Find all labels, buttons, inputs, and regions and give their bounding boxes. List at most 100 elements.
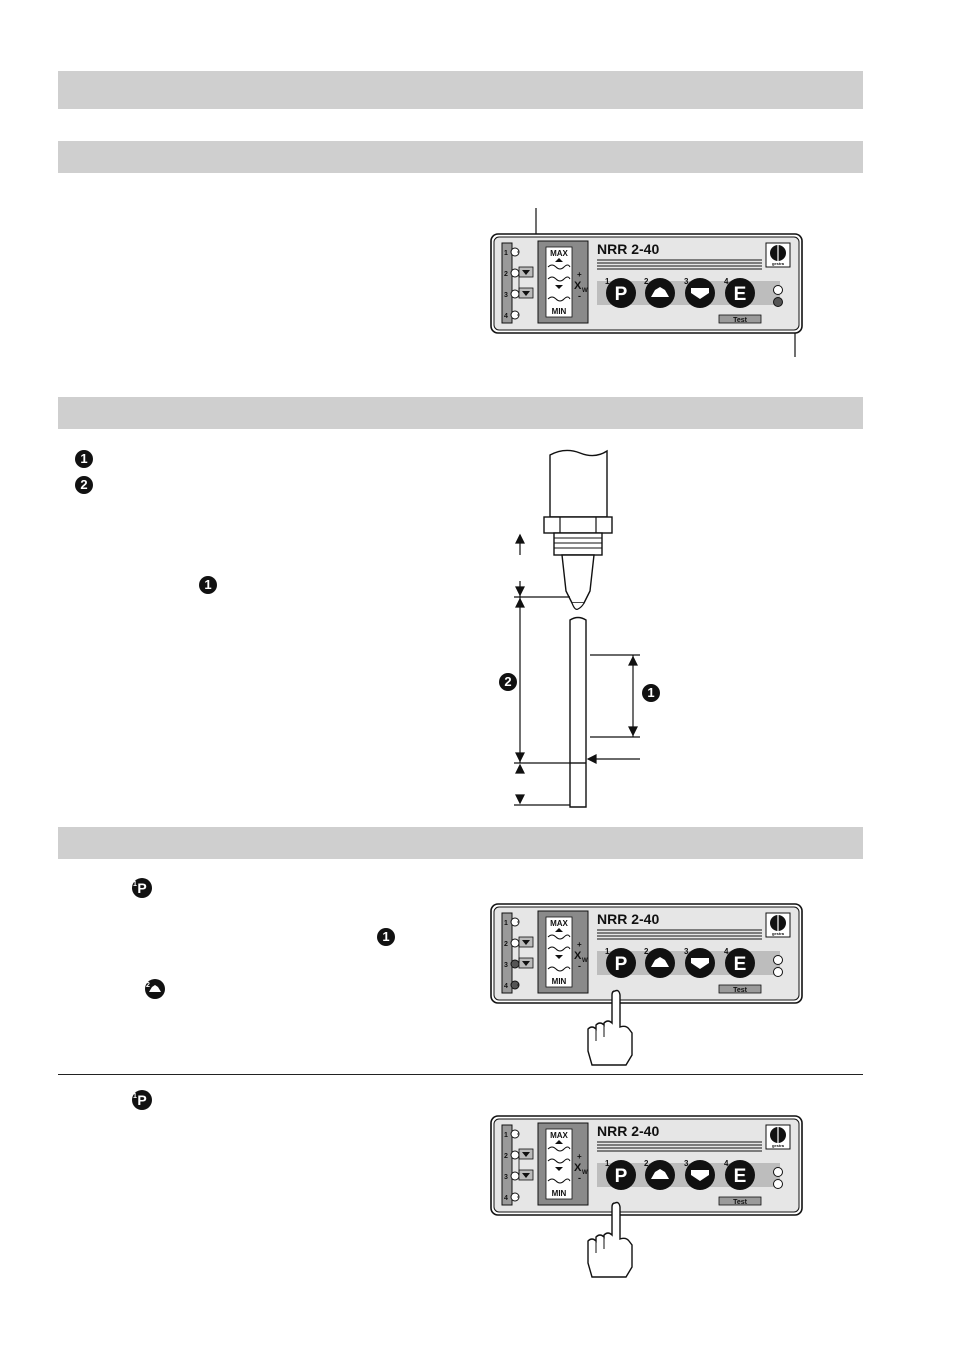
key-number: 3 [684,277,689,286]
header-bar-main [58,71,863,109]
test-label: Test [733,987,748,994]
key-glyph: P [615,1166,628,1187]
key-glyph: P [137,880,147,896]
key-number: 3 [684,1159,689,1168]
terminal-number: 2 [504,271,508,278]
wave-line [547,276,571,282]
xw-label: X [574,280,582,292]
key-number: 2 [146,982,150,989]
brand-name: gestra [772,1143,785,1148]
key-glyph: E [734,1166,747,1187]
xw-subscript: W [582,958,588,964]
section-bar-1 [58,141,863,173]
key-number: 4 [724,277,729,286]
min-label: MIN [552,977,567,986]
xw-label: X [574,950,582,962]
terminal-strip [501,242,513,324]
up-arrow-icon [149,985,161,992]
status-led [773,967,783,977]
key-number: 1 [133,881,137,888]
terminal-number: 1 [504,1132,508,1139]
test-button[interactable] [718,1196,762,1206]
key-number: 2 [644,1159,649,1168]
status-led [773,1179,783,1189]
up-arrow-icon [555,1140,563,1144]
marker-one-step: 1 [377,928,395,946]
key-p-button[interactable] [606,278,636,308]
wave-line [547,296,571,302]
key-p-button[interactable] [606,1160,636,1190]
key-glyph: E [734,284,747,305]
marker-one: 1 [75,450,93,468]
wave-line [547,1178,571,1184]
wave-line [547,264,571,270]
test-label: Test [733,317,748,324]
key-e-button[interactable] [725,1160,755,1190]
terminal-number: 4 [504,313,508,320]
status-led [773,285,783,295]
up-arrow-icon [651,287,669,297]
key-p-button[interactable] [606,948,636,978]
plus-label: + [577,270,582,279]
key-number: 1 [605,947,610,956]
up-arrow-icon [651,957,669,967]
test-button[interactable] [718,984,762,994]
down-arrow-icon [691,288,709,299]
minus-label: - [578,1173,581,1183]
terminal-strip [501,912,513,994]
key-number: 1 [133,1093,137,1100]
down-arrow-icon [522,270,530,275]
down-arrow-icon [691,1170,709,1181]
plus-label: + [577,1152,582,1161]
wave-line [547,934,571,940]
key-number: 2 [644,947,649,956]
key-glyph: P [615,954,628,975]
min-label: MIN [552,1189,567,1198]
key-e-button[interactable] [725,278,755,308]
up-arrow-icon [555,258,563,262]
pointing-hand-icon-2 [587,1201,633,1278]
up-key-icon: 2 [145,979,165,999]
minus-label: - [578,291,581,301]
model-title: NRR 2-40 [597,1123,659,1139]
key-glyph: P [137,1092,147,1108]
down-arrow-icon [555,1167,563,1171]
marker-one-inline: 1 [199,576,217,594]
section-bar-3 [58,827,863,859]
terminal-number: 2 [504,1153,508,1160]
brand-name: gestra [772,261,785,266]
key-number: 4 [724,947,729,956]
electrode-diagram [514,449,640,808]
xw-subscript: W [582,288,588,294]
model-title: NRR 2-40 [597,241,659,257]
key-number: 2 [644,277,649,286]
up-arrow-icon [651,1169,669,1179]
test-button[interactable] [718,314,762,324]
max-label: MAX [550,919,568,928]
down-arrow-icon [522,940,530,945]
terminal-led [510,289,520,299]
wave-line [547,946,571,952]
terminal-number: 4 [504,983,508,990]
terminal-led [510,268,520,278]
key-e-button[interactable] [725,948,755,978]
brand-name: gestra [772,931,785,936]
wave-line [547,1146,571,1152]
terminal-number: 1 [504,920,508,927]
plus-label: + [577,940,582,949]
status-led [773,955,783,965]
terminal-led [510,959,520,969]
connector-line [517,1133,520,1198]
terminal-number: 3 [504,292,508,299]
model-title: NRR 2-40 [597,911,659,927]
down-arrow-icon [555,285,563,289]
wave-line [547,966,571,972]
terminal-number: 1 [504,250,508,257]
down-arrow-icon [522,1152,530,1157]
